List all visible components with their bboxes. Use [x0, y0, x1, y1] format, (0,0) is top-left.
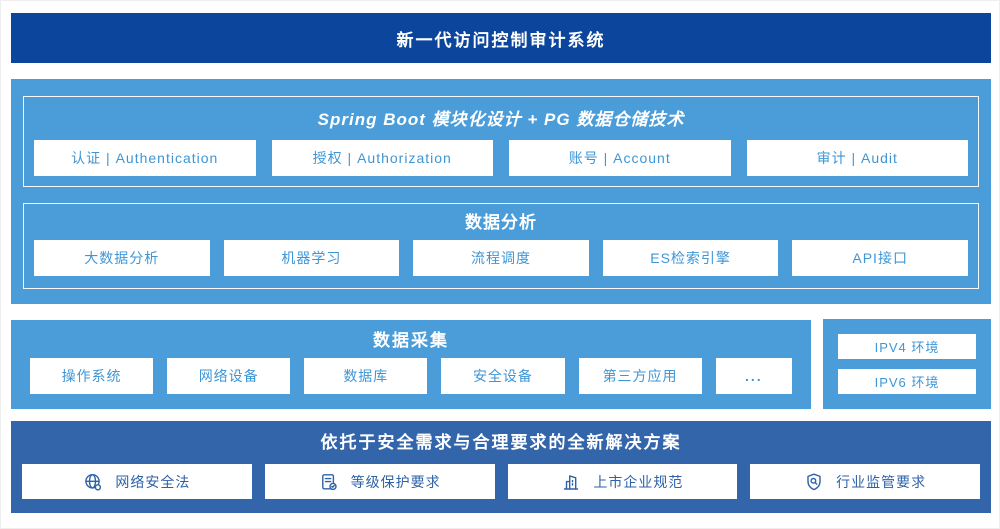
solution-item-label: 行业监管要求 — [836, 473, 927, 490]
ipv6-env-box: IPV6 环境 — [838, 369, 976, 394]
data-analysis-title: 数据分析 — [465, 213, 537, 232]
analysis-bigdata: 大数据分析 — [34, 240, 210, 276]
solution-item-industry-regulation: 行业监管要求 — [750, 464, 980, 499]
collection-os: 操作系统 — [30, 358, 154, 394]
collection-network-device: 网络设备 — [167, 358, 291, 394]
solution-item-classified-protection: 等级保护要求 — [264, 464, 495, 499]
solution-title: 依托于安全需求与合理要求的全新解决方案 — [320, 433, 682, 452]
globe-icon — [83, 472, 103, 492]
data-collection-title: 数据采集 — [373, 331, 449, 350]
solution-item-listed-company: 上市企业规范 — [507, 464, 738, 499]
data-collection-container: 数据采集 操作系统 网络设备 数据库 安全设备 第三方应用 ... — [11, 320, 811, 409]
collection-database: 数据库 — [304, 358, 428, 394]
solution-item-label: 上市企业规范 — [593, 473, 684, 490]
collection-row: 操作系统 网络设备 数据库 安全设备 第三方应用 ... — [30, 358, 792, 394]
solution-item-cybersecurity-law: 网络安全法 — [22, 464, 252, 499]
ip-environment-container: IPV4 环境 IPV6 环境 — [823, 319, 991, 409]
spring-boot-title: Spring Boot 模块化设计 + PG 数据仓储技术 — [317, 110, 685, 129]
analysis-api: API接口 — [792, 240, 968, 276]
platform-container: Spring Boot 模块化设计 + PG 数据仓储技术 认证 | Authe… — [11, 79, 991, 304]
solution-item-label: 等级保护要求 — [350, 473, 441, 490]
collection-third-party: 第三方应用 — [578, 358, 702, 394]
module-authorization: 授权 | Authorization — [271, 140, 493, 176]
module-row: 认证 | Authentication 授权 | Authorization 账… — [34, 140, 968, 176]
module-authentication: 认证 | Authentication — [34, 140, 256, 176]
collection-security-device: 安全设备 — [441, 358, 565, 394]
data-analysis-panel: 数据分析 大数据分析 机器学习 流程调度 ES检索引擎 API接口 — [23, 203, 979, 289]
collection-more: ... — [715, 358, 792, 394]
page-title: 新一代访问控制审计系统 — [396, 30, 606, 50]
spring-boot-panel: Spring Boot 模块化设计 + PG 数据仓储技术 认证 | Authe… — [23, 96, 979, 187]
document-check-icon — [319, 472, 339, 492]
solution-item-label: 网络安全法 — [115, 473, 191, 490]
ipv4-env-box: IPV4 环境 — [838, 334, 976, 359]
solution-row: 网络安全法 等级保护要求 — [22, 464, 980, 499]
analysis-es-search: ES检索引擎 — [602, 240, 779, 276]
module-audit: 审计 | Audit — [746, 140, 968, 176]
analysis-machine-learning: 机器学习 — [223, 240, 400, 276]
shield-search-icon — [804, 472, 824, 492]
analysis-row: 大数据分析 机器学习 流程调度 ES检索引擎 API接口 — [34, 240, 968, 276]
building-icon — [561, 472, 581, 492]
module-account: 账号 | Account — [509, 140, 731, 176]
analysis-workflow: 流程调度 — [413, 240, 589, 276]
solution-container: 依托于安全需求与合理要求的全新解决方案 网络安全法 — [11, 421, 991, 513]
header-bar: 新一代访问控制审计系统 — [11, 13, 991, 63]
